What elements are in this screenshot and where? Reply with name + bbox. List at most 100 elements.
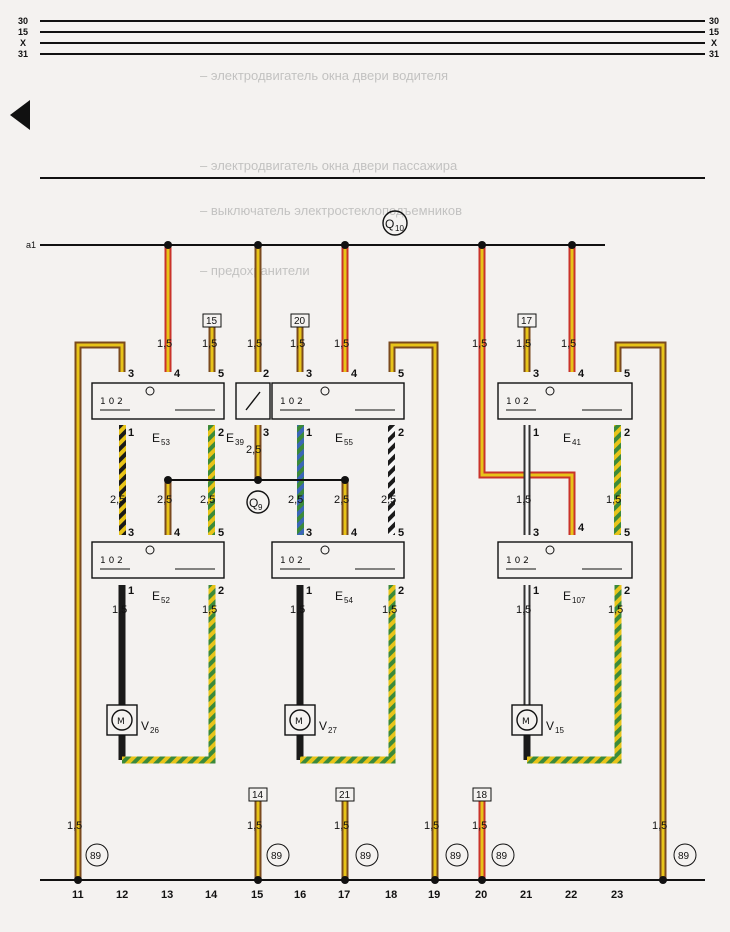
svg-text:17: 17 (521, 316, 533, 327)
svg-text:2: 2 (218, 585, 224, 597)
svg-text:3: 3 (128, 368, 134, 380)
svg-text:1,5: 1,5 (652, 820, 667, 832)
motor-v26: M V 26 (106, 704, 159, 736)
svg-text:2,5: 2,5 (200, 494, 215, 506)
svg-text:E: E (563, 589, 571, 603)
svg-text:2,5: 2,5 (288, 494, 303, 506)
svg-text:55: 55 (344, 438, 353, 447)
svg-text:1,5: 1,5 (112, 604, 127, 616)
svg-text:3: 3 (533, 368, 539, 380)
svg-text:1,5: 1,5 (247, 820, 262, 832)
connector-tags-bottom: 14 21 18 (248, 787, 492, 802)
svg-text:21: 21 (339, 790, 351, 801)
svg-text:5: 5 (398, 527, 404, 539)
rail-label: X (711, 38, 717, 48)
svg-text:1,5: 1,5 (382, 604, 397, 616)
svg-text:2,5: 2,5 (246, 444, 261, 456)
svg-text:2,5: 2,5 (381, 494, 396, 506)
svg-text:2,5: 2,5 (157, 494, 172, 506)
svg-text:41: 41 (572, 438, 581, 447)
wires (74, 245, 667, 880)
svg-text:14: 14 (252, 790, 264, 801)
svg-text:2: 2 (263, 368, 269, 380)
svg-text:15: 15 (206, 316, 218, 327)
svg-text:5: 5 (624, 527, 630, 539)
connector-tags-top: 15 20 17 (202, 313, 537, 328)
pin-row: 1 0 2 (280, 556, 303, 566)
svg-text:2: 2 (218, 427, 224, 439)
svg-text:2,5: 2,5 (334, 494, 349, 506)
svg-text:1,5: 1,5 (608, 604, 623, 616)
bleed-line: – электродвигатель окна двери пассажира (200, 158, 458, 173)
svg-text:4: 4 (351, 368, 358, 380)
svg-text:3: 3 (306, 368, 312, 380)
pin-numbers: 3 4 5 1 2 2 3 3 4 5 1 2 3 4 5 1 2 3 4 5 … (128, 368, 630, 597)
switch-e52: 1 0 2 E 52 (91, 541, 225, 605)
svg-text:V: V (319, 719, 327, 733)
svg-text:M: M (522, 717, 530, 727)
svg-text:1,5: 1,5 (561, 338, 576, 350)
rail-label: 30 (18, 16, 28, 26)
pin-row: 1 0 2 (506, 556, 529, 566)
svg-text:4: 4 (174, 368, 181, 380)
svg-text:26: 26 (150, 726, 159, 735)
wire-gauges: 1,5 1,5 1,5 1,5 1,5 1,5 1,5 1,5 2,5 2,5 … (67, 338, 667, 832)
bleed-through-text: – электродвигатель окна двери водителя –… (200, 68, 462, 278)
svg-text:5: 5 (218, 527, 224, 539)
rail-label: 31 (709, 49, 719, 59)
svg-text:3: 3 (306, 527, 312, 539)
ground-q9-label: Q 9 (246, 490, 270, 514)
svg-text:3: 3 (128, 527, 134, 539)
svg-text:E: E (335, 431, 343, 445)
svg-text:Q: Q (249, 496, 258, 510)
svg-text:1,5: 1,5 (202, 604, 217, 616)
bleed-line: – электродвигатель окна двери водителя (200, 68, 448, 83)
rail-label: 31 (18, 49, 28, 59)
svg-text:89: 89 (450, 851, 462, 862)
svg-text:2,5: 2,5 (110, 494, 125, 506)
switch-e39: E 39 (226, 382, 271, 447)
pin-row: 1 0 2 (280, 397, 303, 407)
svg-text:89: 89 (90, 851, 102, 862)
svg-text:4: 4 (578, 368, 585, 380)
svg-text:89: 89 (360, 851, 372, 862)
fuse-box-label: Q 10 (382, 210, 408, 236)
svg-text:15: 15 (555, 726, 564, 735)
svg-text:54: 54 (344, 596, 353, 605)
svg-text:16: 16 (294, 889, 306, 901)
svg-text:52: 52 (161, 596, 170, 605)
svg-text:39: 39 (235, 438, 244, 447)
svg-text:2: 2 (398, 427, 404, 439)
svg-text:E: E (226, 431, 234, 445)
svg-text:13: 13 (161, 889, 173, 901)
power-rails: 30 15 X 31 30 15 X 31 (18, 16, 719, 179)
svg-text:1,5: 1,5 (516, 494, 531, 506)
svg-text:1: 1 (128, 427, 134, 439)
svg-text:E: E (152, 589, 160, 603)
svg-text:18: 18 (385, 889, 397, 901)
page-back-arrow-icon[interactable] (10, 100, 30, 130)
svg-text:5: 5 (398, 368, 404, 380)
svg-text:1,5: 1,5 (424, 820, 439, 832)
svg-text:17: 17 (338, 889, 350, 901)
motor-v15: M V 15 (511, 704, 564, 736)
svg-text:21: 21 (520, 889, 532, 901)
bus-label: a1 (26, 240, 36, 250)
svg-text:M: M (295, 717, 303, 727)
svg-text:1,5: 1,5 (67, 820, 82, 832)
rail-label: 15 (709, 27, 719, 37)
svg-text:V: V (546, 719, 554, 733)
bus-a1: a1 (26, 240, 605, 250)
rail-label: 30 (709, 16, 719, 26)
svg-text:Q: Q (385, 217, 394, 231)
svg-text:12: 12 (116, 889, 128, 901)
motor-v27: M V 27 (284, 704, 337, 736)
svg-text:3: 3 (263, 427, 269, 439)
svg-text:1: 1 (306, 427, 312, 439)
svg-text:89: 89 (496, 851, 508, 862)
svg-text:1,5: 1,5 (472, 338, 487, 350)
svg-text:14: 14 (205, 889, 218, 901)
svg-text:1,5: 1,5 (290, 604, 305, 616)
svg-text:89: 89 (271, 851, 283, 862)
